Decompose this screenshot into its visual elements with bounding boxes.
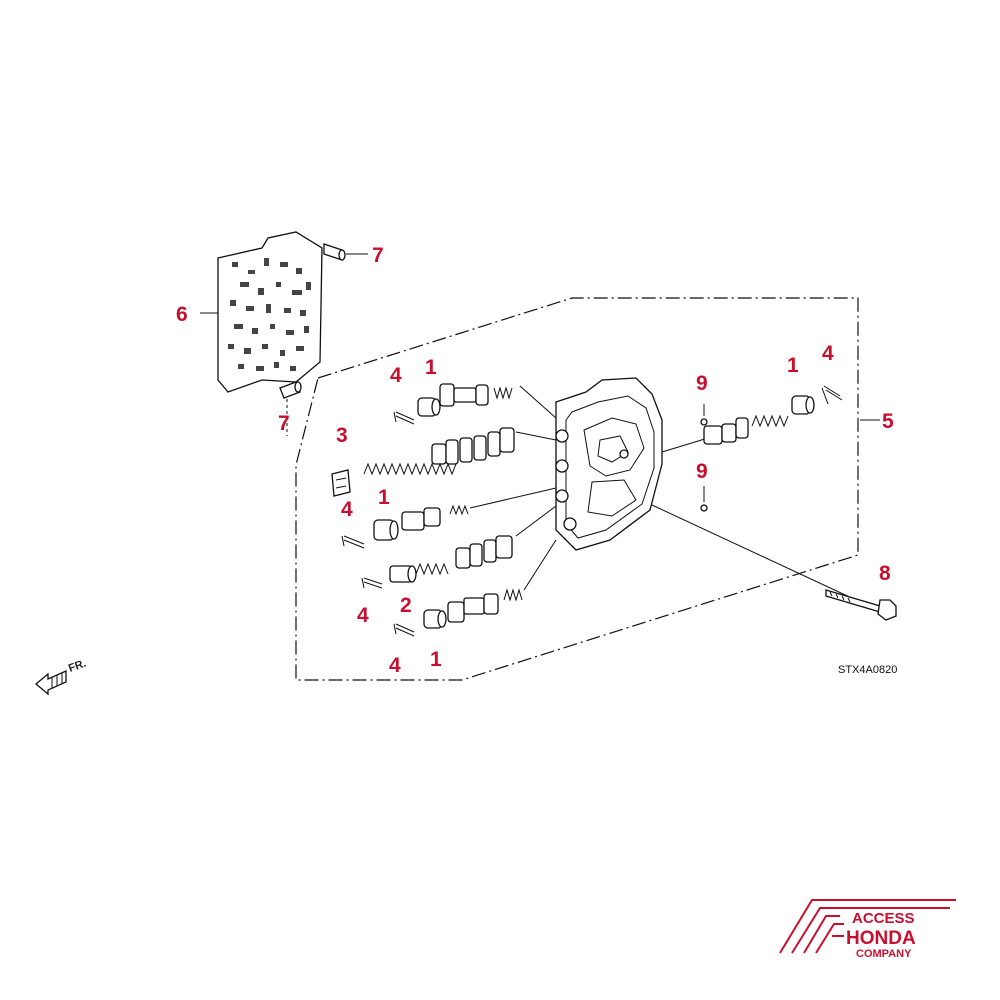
retainer-clip-e[interactable] [821,385,843,405]
assembly-frame-line [295,297,859,681]
callout-4[interactable]: 4 [822,342,834,365]
retainer-clip-c[interactable] [361,577,383,589]
callout-1[interactable]: 1 [378,486,390,509]
separator-plate[interactable] [217,231,323,393]
retainer-clip-d[interactable] [393,623,415,637]
callout-6[interactable]: 6 [176,303,188,326]
diagram-code: STX4A0820 [838,664,897,676]
check-ball-lower[interactable] [700,504,708,512]
callout-5[interactable]: 5 [882,410,894,433]
valve-cap-row3[interactable] [373,519,399,541]
front-direction-arrow: FR. [34,657,88,696]
spool-valve-row3[interactable] [401,504,469,531]
retainer-plate[interactable] [331,469,351,497]
dowel-pin-lower[interactable] [279,381,302,399]
valve-cap-right[interactable] [791,395,815,415]
plate-holes [228,258,311,371]
logo-company: COMPANY [856,948,912,960]
valve-guide-lines [469,385,857,601]
spool-valve-row1[interactable] [439,383,513,407]
access-honda-logo: ACCESS HONDA COMPANY [779,899,956,960]
callout-8[interactable]: 8 [879,562,891,585]
spool-valve-right[interactable] [703,414,789,445]
spool-valve-row4[interactable] [415,535,513,576]
callout-4[interactable]: 4 [357,604,369,627]
callout-3[interactable]: 3 [336,424,348,447]
retainer-clip-b[interactable] [341,535,365,549]
logo-honda: HONDA [846,928,916,949]
valve-cap-row1[interactable] [417,397,441,417]
logo-stripes [779,899,956,954]
valve-body[interactable] [555,377,663,551]
callout-4[interactable]: 4 [341,498,353,521]
callout-4[interactable]: 4 [390,364,402,387]
callout-1[interactable]: 1 [425,356,437,379]
callout-1[interactable]: 1 [430,648,442,671]
callout-1[interactable]: 1 [787,354,799,377]
valve-sleeve-row4[interactable] [389,565,417,583]
callout-7[interactable]: 7 [372,244,384,267]
front-direction-label: FR. [67,657,88,674]
spring-row2[interactable] [363,462,457,476]
callout-leaders [200,253,880,421]
retainer-clip-a[interactable] [393,411,415,425]
spool-valve-row2[interactable] [431,427,515,465]
logo-access: ACCESS [852,910,915,927]
dowel-pin-upper[interactable] [323,243,346,261]
spool-valve-row5[interactable] [447,588,523,623]
callout-4[interactable]: 4 [389,654,401,677]
flange-bolt[interactable] [825,589,897,621]
check-ball-upper[interactable] [700,418,708,426]
callout-9[interactable]: 9 [696,460,708,483]
callout-7[interactable]: 7 [278,412,290,435]
valve-cap-row5[interactable] [423,609,447,629]
callout-2[interactable]: 2 [400,594,412,617]
callout-9[interactable]: 9 [696,372,708,395]
